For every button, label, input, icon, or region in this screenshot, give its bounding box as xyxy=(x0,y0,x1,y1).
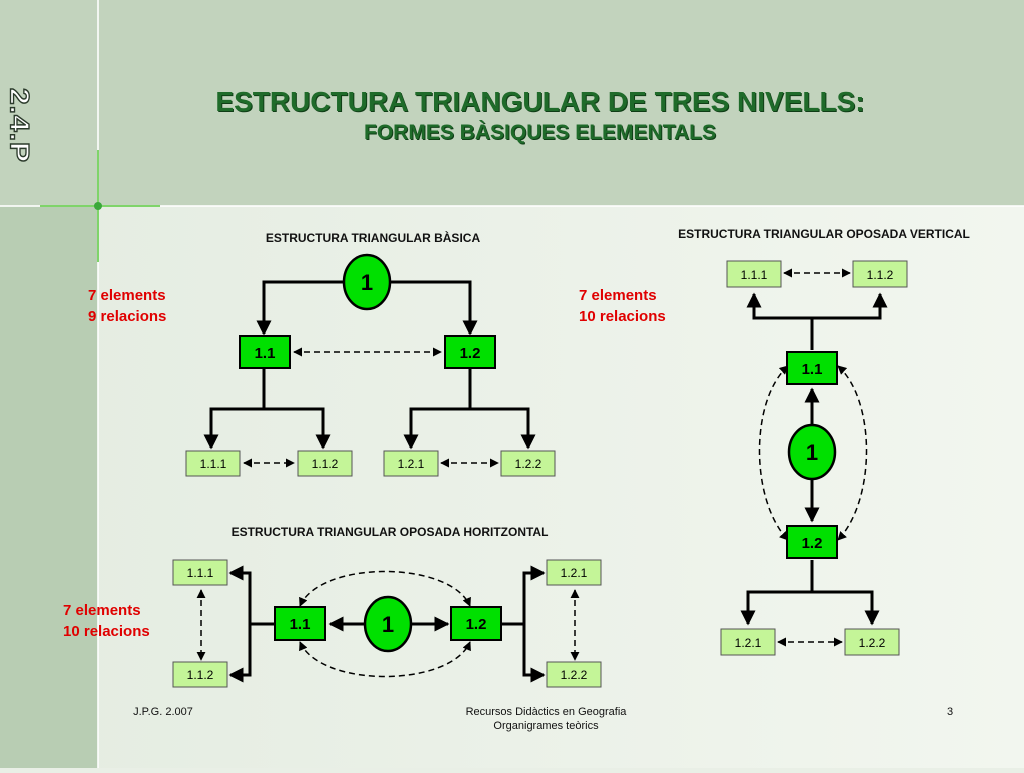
basic-node-1-1-1-label: 1.1.1 xyxy=(200,457,227,471)
basic-node-1-2: 1.2 xyxy=(444,335,496,369)
basic-heading: ESTRUCTURA TRIANGULAR BÀSICA xyxy=(266,230,481,245)
vertical-relations xyxy=(758,268,868,647)
vertical-node-1-1-1: 1.1.1 xyxy=(726,260,782,288)
horizontal-node-1-2-2-label: 1.2.2 xyxy=(561,668,588,682)
vertical-node-1-1: 1.1 xyxy=(786,351,838,385)
basic-node-1-2-2: 1.2.2 xyxy=(500,450,556,477)
vertical-node-1-1-2-label: 1.1.2 xyxy=(867,268,894,282)
header-band xyxy=(0,0,1024,206)
vertical-node-1-2: 1.2 xyxy=(786,525,838,559)
basic-relations xyxy=(243,347,499,468)
horizontal-node-1-2-2: 1.2.2 xyxy=(546,661,602,688)
horizontal-node-1-2: 1.2 xyxy=(450,606,502,641)
basic-node-root-label: 1 xyxy=(361,270,373,295)
basic-node-1-2-1-label: 1.2.1 xyxy=(398,457,425,471)
basic-node-1-1-1: 1.1.1 xyxy=(185,450,241,477)
horizontal-node-1-1-2-label: 1.1.2 xyxy=(187,668,214,682)
basic-connectors xyxy=(203,280,536,450)
horizontal-node-1-1-1: 1.1.1 xyxy=(172,559,228,586)
horizontal-node-1-1-label: 1.1 xyxy=(290,616,311,633)
horizontal-elements-count: 7 elements xyxy=(63,602,141,619)
basic-relations-count: 9 relacions xyxy=(88,308,166,325)
basic-node-1-1-label: 1.1 xyxy=(255,345,276,362)
horizontal-connectors xyxy=(228,565,546,683)
vertical-node-1-2-2: 1.2.2 xyxy=(844,628,900,656)
vertical-node-1-1-1-label: 1.1.1 xyxy=(741,268,768,282)
vertical-node-1-2-1: 1.2.1 xyxy=(720,628,776,656)
vertical-node-root-label: 1 xyxy=(806,440,818,465)
basic-node-1-2-2-label: 1.2.2 xyxy=(515,457,542,471)
vertical-connectors xyxy=(740,292,888,626)
footer-page-number: 3 xyxy=(946,706,954,718)
basic-node-root: 1 xyxy=(342,253,392,311)
horizontal-node-1-1-1-label: 1.1.1 xyxy=(187,566,214,580)
vertical-elements-count: 7 elements xyxy=(579,287,657,304)
vertical-heading: ESTRUCTURA TRIANGULAR OPOSADA VERTICAL xyxy=(678,227,970,241)
basic-elements-count: 7 elements xyxy=(88,287,166,304)
vertical-node-1-2-2-label: 1.2.2 xyxy=(859,636,886,650)
basic-node-1-2-1: 1.2.1 xyxy=(383,450,439,477)
horizontal-node-1-2-1: 1.2.1 xyxy=(546,559,602,586)
horizontal-node-1-1-2: 1.1.2 xyxy=(172,661,228,688)
footer-author: J.P.G. 2.007 xyxy=(133,706,193,718)
basic-node-1-1-2: 1.1.2 xyxy=(297,450,353,477)
vertical-node-1-2-1-label: 1.2.1 xyxy=(735,636,762,650)
footer-source-line2: Organigrames teòrics xyxy=(493,720,599,732)
vertical-node-1-2-label: 1.2 xyxy=(802,535,823,552)
horizontal-node-root-label: 1 xyxy=(382,612,394,637)
horizontal-node-1-2-1-label: 1.2.1 xyxy=(561,566,588,580)
sparkle-decoration xyxy=(40,150,160,262)
vertical-relations-count: 10 relacions xyxy=(579,308,666,325)
horizontal-relations-count: 10 relacions xyxy=(63,623,150,640)
slide-tag: 2.4.P xyxy=(4,87,35,164)
horizontal-node-1-2-label: 1.2 xyxy=(466,616,487,633)
vertical-node-root: 1 xyxy=(787,423,837,481)
horizontal-relations xyxy=(196,570,580,678)
page-subtitle: FORMES BÀSIQUES ELEMENTALS xyxy=(364,121,716,144)
horizontal-node-1-1: 1.1 xyxy=(274,606,326,641)
vertical-node-1-1-label: 1.1 xyxy=(802,361,823,378)
page-title: ESTRUCTURA TRIANGULAR DE TRES NIVELLS: xyxy=(215,86,865,117)
horizontal-node-root: 1 xyxy=(363,595,413,653)
basic-node-1-2-label: 1.2 xyxy=(460,345,481,362)
basic-node-1-1: 1.1 xyxy=(239,335,291,369)
horizontal-heading: ESTRUCTURA TRIANGULAR OPOSADA HORITZONTA… xyxy=(232,525,549,539)
vertical-node-1-1-2: 1.1.2 xyxy=(852,260,908,288)
footer-source-line1: Recursos Didàctics en Geografia xyxy=(465,706,627,718)
basic-node-1-1-2-label: 1.1.2 xyxy=(312,457,339,471)
